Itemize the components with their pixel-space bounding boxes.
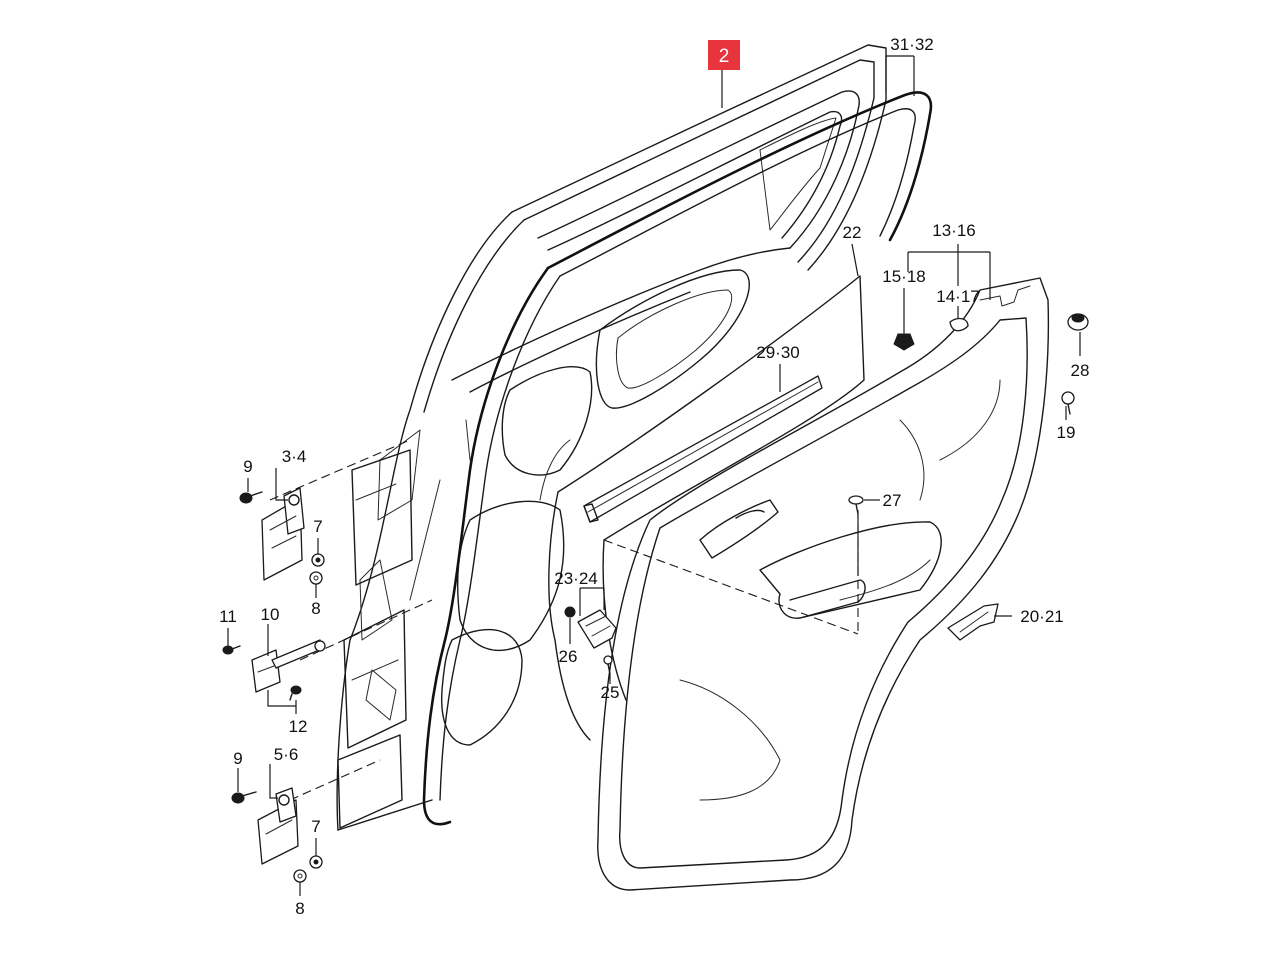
callout-9-top: 9 bbox=[243, 457, 252, 476]
nut-26[interactable] bbox=[564, 606, 576, 618]
callout-29-30: 29·30 bbox=[756, 343, 799, 362]
screw-27[interactable] bbox=[848, 495, 864, 515]
bolt-9-bottom[interactable] bbox=[231, 791, 257, 804]
callout-3-4: 3·4 bbox=[282, 447, 307, 466]
bolt-12[interactable] bbox=[289, 685, 302, 701]
callout-13-16: 13·16 bbox=[932, 221, 975, 240]
callout-12: 12 bbox=[289, 717, 308, 736]
callout-31-32: 31·32 bbox=[890, 35, 933, 54]
lower-hinge-5-6[interactable] bbox=[257, 787, 299, 865]
bolt-11[interactable] bbox=[222, 645, 241, 655]
callout-22: 22 bbox=[843, 223, 862, 242]
callout-11: 11 bbox=[219, 607, 237, 626]
grommet-28[interactable] bbox=[1067, 313, 1089, 331]
nut-7-top[interactable] bbox=[311, 553, 325, 567]
washer-8-top[interactable] bbox=[309, 571, 323, 585]
callout-2: 2 bbox=[719, 46, 730, 67]
callout-5-6: 5·6 bbox=[274, 745, 299, 764]
callout-19: 19 bbox=[1057, 423, 1076, 442]
callout-7-bottom: 7 bbox=[311, 817, 320, 836]
bolt-9-top[interactable] bbox=[239, 491, 263, 504]
callout-26: 26 bbox=[559, 647, 578, 666]
door-weatherstrip[interactable] bbox=[422, 91, 933, 826]
callout-10: 10 bbox=[261, 605, 280, 624]
screw-19[interactable] bbox=[1061, 391, 1075, 415]
washer-8-bottom[interactable] bbox=[293, 869, 307, 883]
callout-27: 27 bbox=[883, 491, 902, 510]
callout-7-top: 7 bbox=[313, 517, 322, 536]
callout-2-highlight[interactable]: 2 bbox=[708, 40, 740, 70]
callout-15-18: 15·18 bbox=[882, 267, 925, 286]
callout-28: 28 bbox=[1071, 361, 1090, 380]
latch-23-24[interactable] bbox=[577, 609, 617, 649]
door-check-10[interactable] bbox=[251, 639, 326, 693]
door-shell[interactable] bbox=[336, 44, 887, 831]
callout-9-bottom: 9 bbox=[233, 749, 242, 768]
nut-7-bottom[interactable] bbox=[309, 855, 323, 869]
callout-8-top: 8 bbox=[311, 599, 320, 618]
callout-8-bottom: 8 bbox=[295, 899, 304, 918]
cap-14-17[interactable] bbox=[949, 317, 969, 332]
screw-25[interactable] bbox=[603, 655, 613, 675]
door-trim-panel[interactable] bbox=[597, 277, 1050, 891]
callout-20-21: 20·21 bbox=[1020, 607, 1063, 626]
callout-23-24: 23·24 bbox=[554, 569, 597, 588]
window-moulding-strip[interactable] bbox=[583, 375, 823, 523]
upper-hinge-3-4[interactable] bbox=[261, 487, 305, 581]
callout-25: 25 bbox=[601, 683, 620, 702]
bracket-20-21[interactable] bbox=[947, 603, 999, 641]
callout-14-17: 14·17 bbox=[936, 287, 979, 306]
leader-lines bbox=[227, 55, 1081, 896]
clip-15-18[interactable] bbox=[893, 333, 915, 351]
